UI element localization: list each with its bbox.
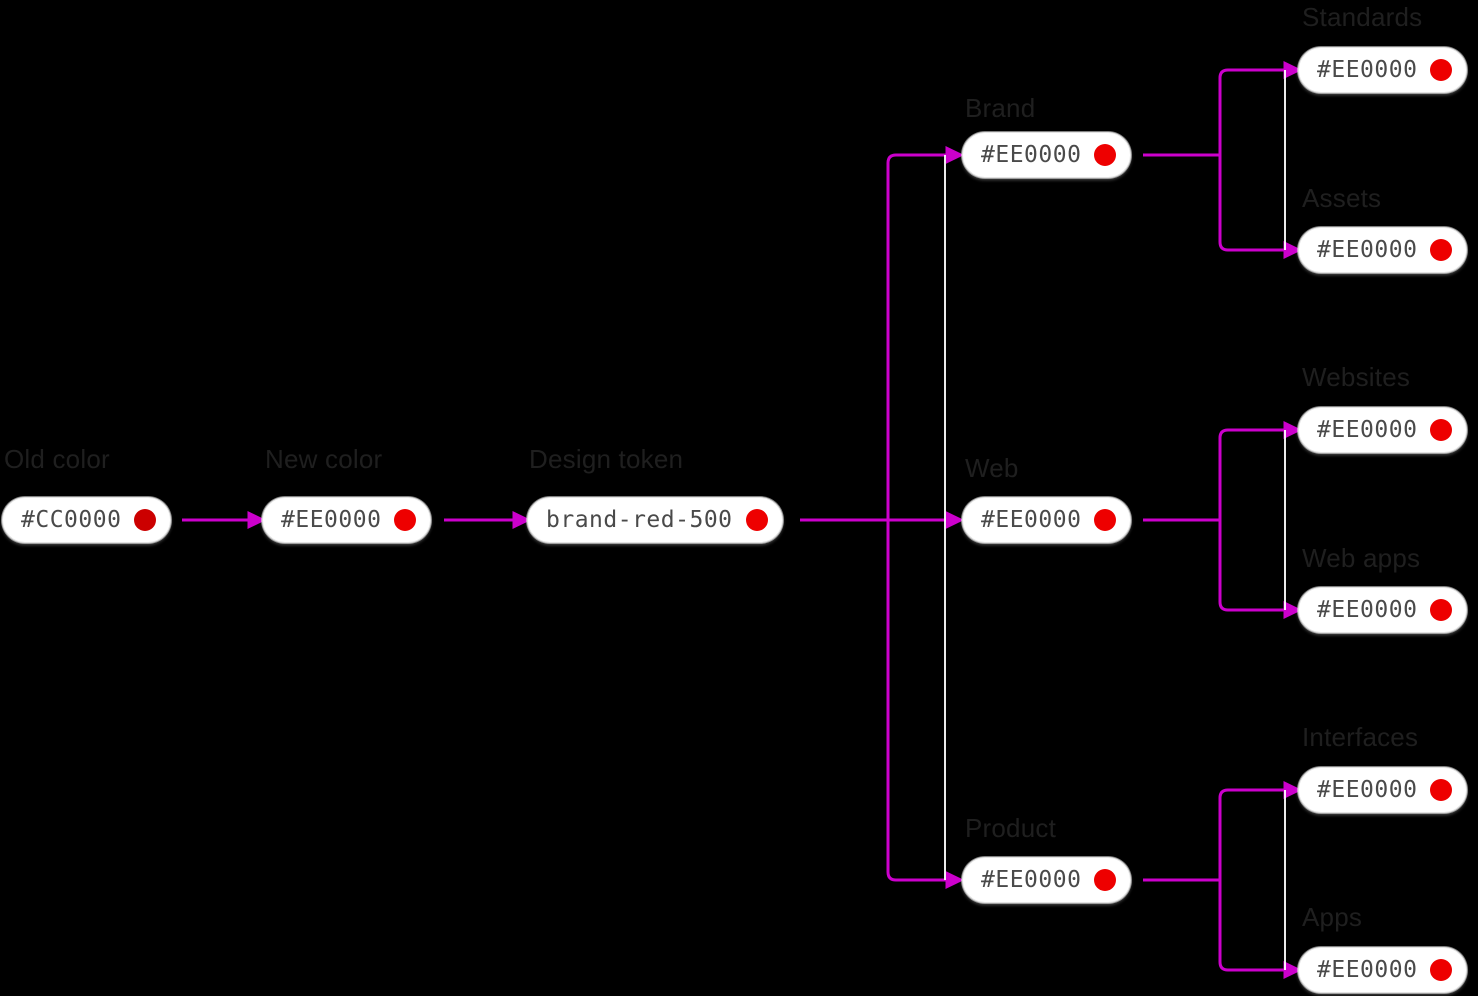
design-token-chip[interactable]: brand-red-500 [527, 497, 783, 543]
branch-web-chip[interactable]: #EE0000 [962, 497, 1132, 543]
leaf-webapps-swatch [1430, 599, 1453, 621]
leaf-webapps-label: Web apps [1302, 543, 1421, 573]
new-color-swatch [394, 509, 417, 531]
edge-trunk-to-product [886, 520, 965, 889]
leaf-apps-value: #EE0000 [1317, 956, 1418, 983]
leaf-interfaces-value: #EE0000 [1317, 776, 1418, 803]
leaf-apps-label: Apps [1302, 902, 1363, 932]
leaf-websites-chip[interactable]: #EE0000 [1298, 407, 1468, 453]
leaf-websites-label: Websites [1302, 362, 1411, 392]
branch-brand-value: #EE0000 [981, 141, 1082, 168]
leaf-webapps-value: #EE0000 [1317, 596, 1418, 623]
branch-product-label: Product [965, 813, 1057, 843]
old-color-value: #CC0000 [21, 506, 122, 533]
branch-brand-chip[interactable]: #EE0000 [962, 132, 1132, 178]
leaf-apps-chip[interactable]: #EE0000 [1298, 947, 1468, 993]
leaf-assets-chip[interactable]: #EE0000 [1298, 227, 1468, 273]
leaf-standards-chip[interactable]: #EE0000 [1298, 47, 1468, 93]
leaf-websites-value: #EE0000 [1317, 416, 1418, 443]
leaf-interfaces-chip[interactable]: #EE0000 [1298, 767, 1468, 813]
new-color-value: #EE0000 [281, 506, 382, 533]
edge-product-to-interfaces [1218, 781, 1303, 880]
branch-product-value: #EE0000 [981, 866, 1082, 893]
edge-web-to-webapps [1218, 520, 1303, 619]
branch-product-chip[interactable]: #EE0000 [962, 857, 1132, 903]
leaf-standards-value: #EE0000 [1317, 56, 1418, 83]
leaf-websites-swatch [1430, 419, 1453, 441]
design-token-label: Design token [529, 444, 684, 474]
design-token-value: brand-red-500 [546, 506, 733, 533]
leaf-apps-swatch [1430, 959, 1453, 981]
leaf-assets-label: Assets [1302, 183, 1382, 213]
leaf-interfaces-label: Interfaces [1302, 722, 1419, 752]
edge-web-to-websites [1218, 421, 1303, 520]
edge-brand-to-assets [1218, 155, 1303, 259]
branch-web-swatch [1094, 509, 1117, 531]
new-color-chip[interactable]: #EE0000 [262, 497, 432, 543]
branch-web-label: Web [965, 453, 1019, 483]
branch-product-swatch [1094, 869, 1117, 891]
branch-web-value: #EE0000 [981, 506, 1082, 533]
leaf-interfaces-swatch [1430, 779, 1453, 801]
edge-trunk-to-brand [886, 146, 965, 520]
new-color-label: New color [265, 444, 383, 474]
leaf-webapps-chip[interactable]: #EE0000 [1298, 587, 1468, 633]
old-color-label: Old color [4, 444, 110, 474]
leaf-standards-label: Standards [1302, 2, 1423, 32]
old-color-chip[interactable]: #CC0000 [2, 497, 172, 543]
edge-product-to-apps [1218, 880, 1303, 979]
edge-brand-to-standards [1218, 61, 1303, 155]
old-color-swatch [134, 509, 157, 531]
design-token-swatch [745, 509, 768, 531]
leaf-assets-value: #EE0000 [1317, 236, 1418, 263]
leaf-standards-swatch [1430, 59, 1453, 81]
branch-brand-label: Brand [965, 93, 1036, 123]
branch-brand-swatch [1094, 144, 1117, 166]
leaf-assets-swatch [1430, 239, 1453, 261]
